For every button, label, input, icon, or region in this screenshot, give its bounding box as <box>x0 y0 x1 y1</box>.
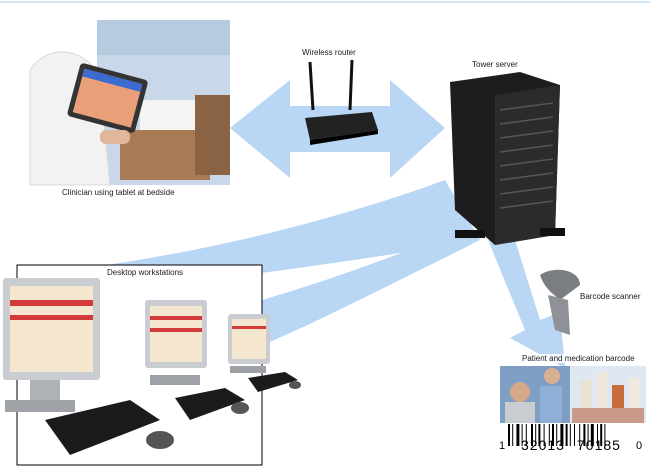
barcode-scanner <box>540 269 580 335</box>
barcode-bar <box>525 424 527 446</box>
barcode-bar <box>521 424 523 446</box>
barcode-bar <box>597 424 598 446</box>
barcode-bar <box>604 424 606 446</box>
barcode <box>508 424 606 446</box>
server-caption: Tower server <box>470 60 520 69</box>
barcode-bar <box>556 424 558 446</box>
barcode-bar <box>508 424 510 446</box>
barcode-bar <box>579 424 581 446</box>
wireless-router <box>305 59 378 145</box>
barcode-bar <box>569 424 571 446</box>
barcode-lead-digit: 1 <box>499 440 506 452</box>
clinician-tablet-caption: Clinician using tablet at bedside <box>60 188 177 197</box>
barcode-left-group: 32013 <box>521 437 565 453</box>
server-to-workstations-arrow <box>85 180 480 290</box>
patient-medication-photos <box>500 366 646 423</box>
clinician-tablet-photo <box>29 20 230 186</box>
barcode-bar <box>600 424 603 446</box>
wireless-router-caption: Wireless router <box>300 48 358 57</box>
barcode-bar <box>538 424 541 446</box>
server-to-workstations-tail <box>262 225 480 345</box>
barcode-bar <box>583 424 586 446</box>
barcode-bar <box>565 424 568 446</box>
barcode-bar <box>574 424 575 446</box>
barcode-bar <box>535 424 537 446</box>
server-to-barcode-arrow <box>488 240 565 368</box>
barcode-bar <box>560 424 564 446</box>
barcode-bar <box>590 424 594 446</box>
barcode-bar <box>548 424 550 446</box>
barcode-bar <box>543 424 545 446</box>
barcode-bar <box>516 424 520 446</box>
workstation-monitors <box>3 278 270 412</box>
keyboards <box>45 372 301 455</box>
workstations-caption: Desktop workstations <box>105 268 186 277</box>
barcode-check-digit: 0 <box>636 440 643 452</box>
barcode-right-group: 70185 <box>577 437 621 453</box>
barcode-bar <box>531 424 533 446</box>
barcode-scanner-caption: Barcode scanner <box>578 292 643 301</box>
barcode-bar <box>552 424 554 446</box>
barcode-bar <box>512 424 514 446</box>
barcode-bar <box>587 424 589 446</box>
tower-server <box>450 72 565 245</box>
patient-medication-caption: Patient and medication barcode <box>520 354 637 363</box>
